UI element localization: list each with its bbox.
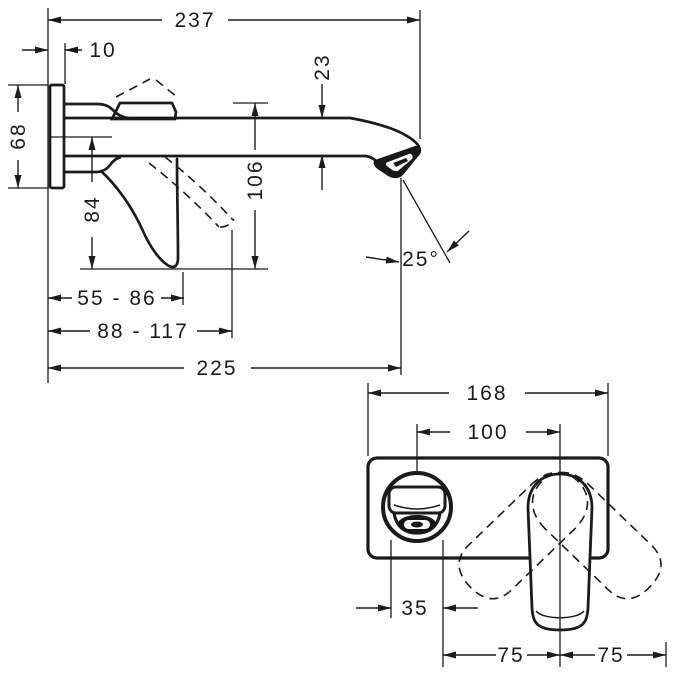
dim-237: 237 (48, 9, 420, 32)
side-extension-lines (8, 8, 451, 383)
spout-section-inner-line (393, 504, 441, 510)
dim-label-10: 10 (89, 39, 116, 62)
spout-hole-front (381, 471, 453, 543)
dim-84: 84 (81, 137, 104, 269)
handle-grip-side (99, 157, 180, 269)
handle-swung-dashed (148, 156, 235, 228)
handle-swing-range-dashed (458, 471, 662, 600)
dim-168: 168 (368, 382, 608, 405)
body-sleeve-bottom (64, 155, 122, 174)
angle-pointer (365, 256, 400, 264)
dim-label-84: 84 (81, 195, 104, 222)
dim-label-23: 23 (311, 53, 334, 80)
dim-label-68: 68 (7, 122, 30, 149)
wall-plate-front (366, 456, 610, 560)
dim-label-106: 106 (244, 159, 267, 200)
dim-10: 10 (22, 39, 116, 62)
handle-swung-right-dashed (531, 471, 662, 600)
dim-label-75-right: 75 (597, 644, 624, 667)
dim-68: 68 (7, 85, 30, 188)
dim-label-55-86: 55 - 86 (77, 287, 156, 310)
dim-35: 35 (356, 597, 478, 620)
front-extension-lines (367, 383, 667, 667)
lever-raised-dashed (115, 78, 178, 98)
lever-bar-side (109, 101, 178, 121)
aerator-slot-icon (393, 158, 408, 167)
dim-label-88-117: 88 - 117 (97, 320, 189, 343)
dim-75-75: 75 75 (443, 644, 666, 667)
side-faucet-body (48, 78, 422, 269)
dim-55-86: 55 - 86 (48, 287, 184, 310)
wall-plate-side (48, 83, 66, 190)
dim-23: 23 (311, 53, 334, 190)
dim-label-168: 168 (466, 382, 507, 405)
aerator-center-dot (411, 521, 423, 528)
dim-label-225: 225 (196, 357, 237, 380)
dim-225: 225 (48, 357, 401, 380)
handle-swung-left-dashed (458, 471, 589, 600)
dim-spray-angle: 25° (365, 230, 470, 271)
dim-106: 106 (244, 103, 267, 269)
side-view: 237 10 68 84 106 23 (7, 8, 470, 383)
dim-100: 100 (417, 421, 560, 444)
dim-88-117: 88 - 117 (48, 320, 232, 343)
dim-label-75-left: 75 (497, 644, 524, 667)
dim-label-25deg: 25° (402, 248, 440, 271)
dim-label-237: 237 (174, 9, 215, 32)
spout-top-edge (64, 116, 422, 162)
spray-angle-line (402, 179, 451, 264)
front-view: 168 100 35 75 75 (356, 382, 667, 667)
angle-pointer (446, 230, 470, 253)
spout-section-front (387, 485, 447, 515)
dim-label-35: 35 (401, 597, 428, 620)
dim-label-100: 100 (467, 421, 508, 444)
